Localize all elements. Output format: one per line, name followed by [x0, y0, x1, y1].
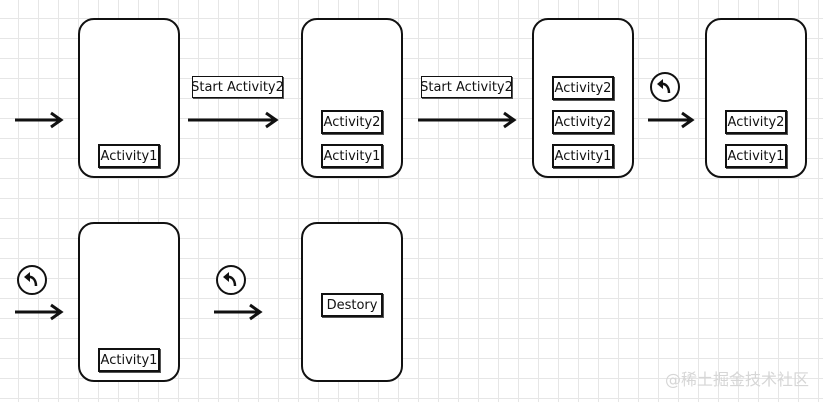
watermark: @稀土掘金技术社区: [664, 370, 809, 389]
stack-item-destroy: Destory: [321, 293, 383, 317]
task-stack-5: Activity1: [78, 222, 180, 382]
stack-item-activity1: Activity1: [725, 144, 787, 168]
stack-item-activity2: Activity2: [552, 110, 614, 134]
entry-arrow-1: [15, 111, 64, 129]
back-arrow-icon: [650, 72, 680, 102]
back-arrow-icon: [17, 265, 47, 295]
task-stack-1: Activity1: [78, 18, 180, 178]
transition-arrow-1: [188, 111, 279, 129]
back-transition-arrow-1: [648, 111, 695, 129]
stack-item-activity1: Activity1: [98, 144, 160, 168]
stack-item-activity1: Activity1: [552, 144, 614, 168]
task-stack-2: Activity2 Activity1: [301, 18, 403, 178]
stack-item-activity2: Activity2: [725, 110, 787, 134]
back-transition-arrow-3: [214, 303, 263, 321]
back-arrow-icon: [216, 265, 246, 295]
task-stack-6: Destory: [301, 222, 403, 382]
task-stack-3: Activity2 Activity2 Activity1: [532, 18, 634, 178]
start-activity2-label: Start Activity2: [420, 76, 513, 98]
stack-item-activity1: Activity1: [98, 348, 160, 372]
stack-item-activity2: Activity2: [552, 76, 614, 100]
stack-item-activity2: Activity2: [321, 110, 383, 134]
transition-arrow-2: [418, 111, 517, 129]
task-stack-4: Activity2 Activity1: [705, 18, 807, 178]
stack-item-activity1: Activity1: [321, 144, 383, 168]
start-activity2-label: Start Activity2: [191, 76, 284, 98]
back-transition-arrow-2: [15, 303, 64, 321]
